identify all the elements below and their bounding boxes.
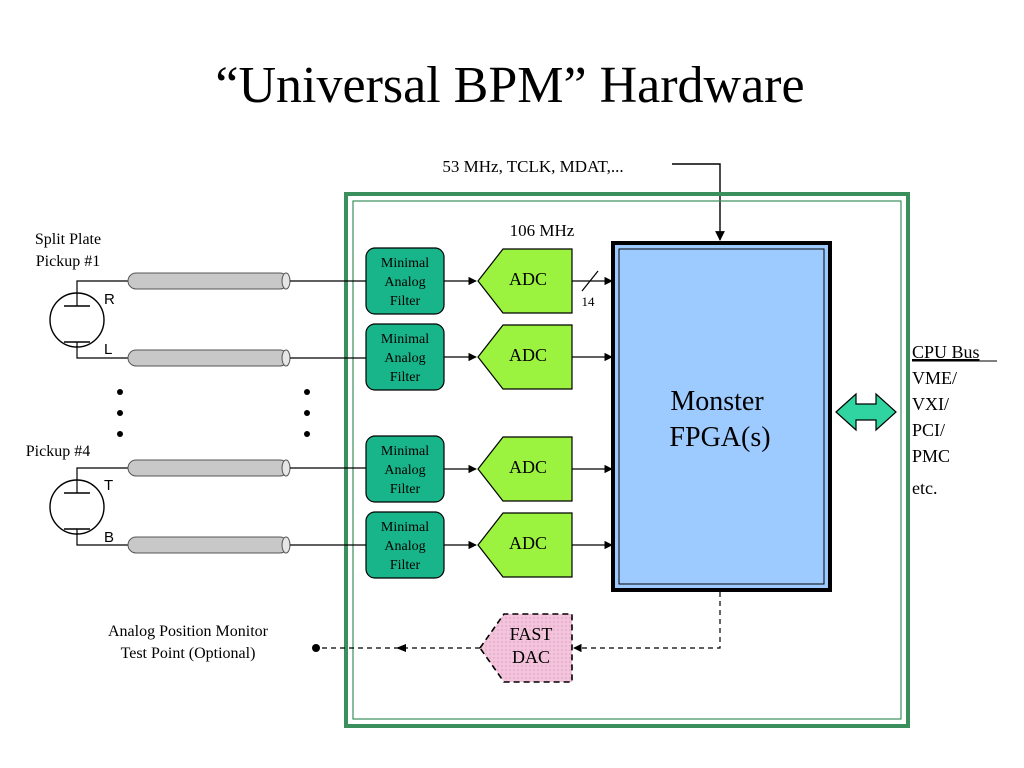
- pickup4-symbol: [49, 467, 128, 546]
- filter-2-line2: Analog: [384, 351, 425, 366]
- split-plate-label-line2: Pickup #1: [36, 253, 100, 270]
- bus-width-slash: [581, 270, 599, 292]
- filter-3-line1: Minimal: [381, 444, 429, 459]
- fpga-to-dac-line: [573, 592, 721, 653]
- filter-4-line3: Filter: [390, 558, 421, 573]
- filter-block-3: Minimal Analog Filter: [365, 435, 445, 503]
- pickup1-symbol: [49, 280, 128, 359]
- fpga-label-line1: Monster: [670, 386, 764, 417]
- filter-4-line2: Analog: [384, 539, 425, 554]
- ellipsis-left: [117, 389, 123, 437]
- cpu-bus-item-vme: VME/: [912, 368, 957, 388]
- fpga-label-line2: FPGA(s): [669, 422, 770, 453]
- clock-line: [672, 163, 725, 241]
- dac-label-line1: FAST: [510, 624, 553, 644]
- adc-block-4: ADC: [477, 512, 573, 578]
- adc-2-label: ADC: [509, 345, 547, 365]
- test-point-dot: [312, 644, 320, 652]
- filter-4-line1: Minimal: [381, 520, 429, 535]
- board-outline-inner: [352, 200, 902, 720]
- filter-3-line3: Filter: [390, 482, 421, 497]
- dac-to-test-point-arrowhead: [396, 644, 406, 652]
- cpu-bus-double-arrow: [835, 392, 897, 432]
- filter-block-4: Minimal Analog Filter: [365, 511, 445, 579]
- cable-r: [127, 272, 366, 290]
- adc-3-label: ADC: [509, 457, 547, 477]
- filter-block-1: Minimal Analog Filter: [365, 247, 445, 315]
- ellipsis-right: [304, 389, 310, 437]
- cpu-bus-item-pci: PCI/: [912, 420, 945, 440]
- test-point-label-line2: Test Point (Optional): [121, 645, 256, 662]
- cpu-bus-heading: CPU Bus: [912, 342, 980, 362]
- dac-label-line2: DAC: [512, 647, 550, 667]
- channel-label-l: L: [104, 341, 112, 358]
- channel-label-t: T: [104, 477, 113, 494]
- cable-t: [127, 459, 366, 477]
- cable-b: [127, 536, 366, 554]
- page-title: “Universal BPM” Hardware: [215, 57, 804, 114]
- adc-block-1: ADC: [477, 248, 573, 314]
- channel-label-b: B: [104, 529, 114, 546]
- filter-2-line1: Minimal: [381, 332, 429, 347]
- filter-3-line2: Analog: [384, 463, 425, 478]
- filter-1-line2: Analog: [384, 275, 425, 290]
- bus-width-label: 14: [582, 294, 596, 309]
- cpu-bus-item-pmc: PMC: [912, 446, 950, 466]
- filter-2-line3: Filter: [390, 370, 421, 385]
- cpu-bus-item-etc: etc.: [912, 478, 937, 498]
- filter-1-line1: Minimal: [381, 256, 429, 271]
- cable-l: [127, 349, 366, 367]
- fast-dac-block: FAST DAC: [479, 613, 573, 683]
- channel-label-r: R: [104, 291, 115, 308]
- split-plate-label-line1: Split Plate: [35, 231, 101, 248]
- adc-rate-label: 106 MHz: [510, 221, 575, 240]
- adc-4-label: ADC: [509, 533, 547, 553]
- adc-block-3: ADC: [477, 436, 573, 502]
- filter-block-2: Minimal Analog Filter: [365, 323, 445, 391]
- board-outline: [344, 192, 910, 728]
- test-point-label-line1: Analog Position Monitor: [108, 623, 269, 640]
- fpga-block: Monster FPGA(s): [611, 241, 832, 592]
- filter-1-line3: Filter: [390, 294, 421, 309]
- clock-label: 53 MHz, TCLK, MDAT,...: [442, 157, 623, 176]
- adc-block-2: ADC: [477, 324, 573, 390]
- cpu-bus-item-vxi: VXI/: [912, 394, 949, 414]
- pickup4-label: Pickup #4: [26, 443, 90, 460]
- adc-1-label: ADC: [509, 269, 547, 289]
